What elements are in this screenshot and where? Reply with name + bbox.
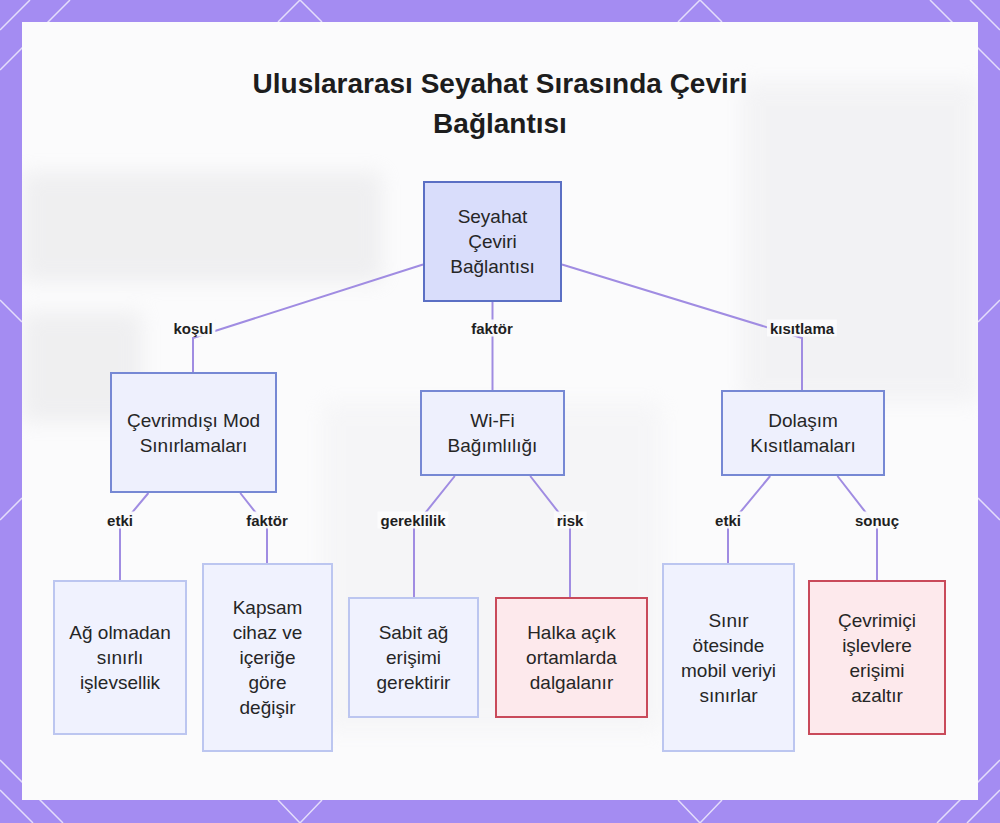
node-label: Halka açık ortamlarda dalgalanır <box>511 620 632 695</box>
node-label: Çevrimdışı Mod Sınırlamaları <box>126 408 261 458</box>
detail-box: Sınır ötesinde mobil veriyi sınırlar <box>662 563 795 752</box>
edge-label: gereklilik <box>377 512 448 529</box>
node-label: Sabit ağ erişimi gerektirir <box>364 620 463 695</box>
edge-label: faktör <box>468 320 516 337</box>
node-label: Çevrimiçi işlevlere erişimi azaltır <box>824 608 930 708</box>
category-box: Wi-Fi Bağımlılığı <box>420 390 565 476</box>
detail-box: Sabit ağ erişimi gerektirir <box>348 597 479 718</box>
node-label: Sınır ötesinde mobil veriyi sınırlar <box>678 608 779 708</box>
category-box: Çevrimdışı Mod Sınırlamaları <box>110 372 277 493</box>
detail-box: Kapsam cihaz ve içeriğe göre değişir <box>202 563 333 752</box>
connector <box>120 493 148 580</box>
connector <box>414 476 455 597</box>
node-label: Kapsam cihaz ve içeriğe göre değişir <box>218 595 317 720</box>
edge-label: etki <box>104 512 136 529</box>
diagram-title: Uluslararası Seyahat Sırasında Çeviri Ba… <box>240 64 760 144</box>
edge-label: etki <box>712 512 744 529</box>
risk-box: Çevrimiçi işlevlere erişimi azaltır <box>808 580 946 735</box>
connector <box>530 476 570 597</box>
node-label: Ağ olmadan sınırlı işlevsellik <box>69 620 171 695</box>
risk-box: Halka açık ortamlarda dalgalanır <box>495 597 648 718</box>
edge-label: risk <box>554 512 587 529</box>
connector <box>193 264 423 372</box>
node-label: Wi-Fi Bağımlılığı <box>436 408 549 458</box>
edge-label: kısıtlama <box>767 320 837 337</box>
edge-label: koşul <box>170 320 215 337</box>
detail-box: Ağ olmadan sınırlı işlevsellik <box>53 580 187 735</box>
node-label: Dolaşım Kısıtlamaları <box>737 408 869 458</box>
root-box: Seyahat Çeviri Bağlantısı <box>423 181 562 302</box>
edge-label: faktör <box>243 512 291 529</box>
node-label: Seyahat Çeviri Bağlantısı <box>439 204 546 279</box>
edge-label: sonuç <box>852 512 902 529</box>
connector <box>492 302 494 390</box>
category-box: Dolaşım Kısıtlamaları <box>721 390 885 476</box>
